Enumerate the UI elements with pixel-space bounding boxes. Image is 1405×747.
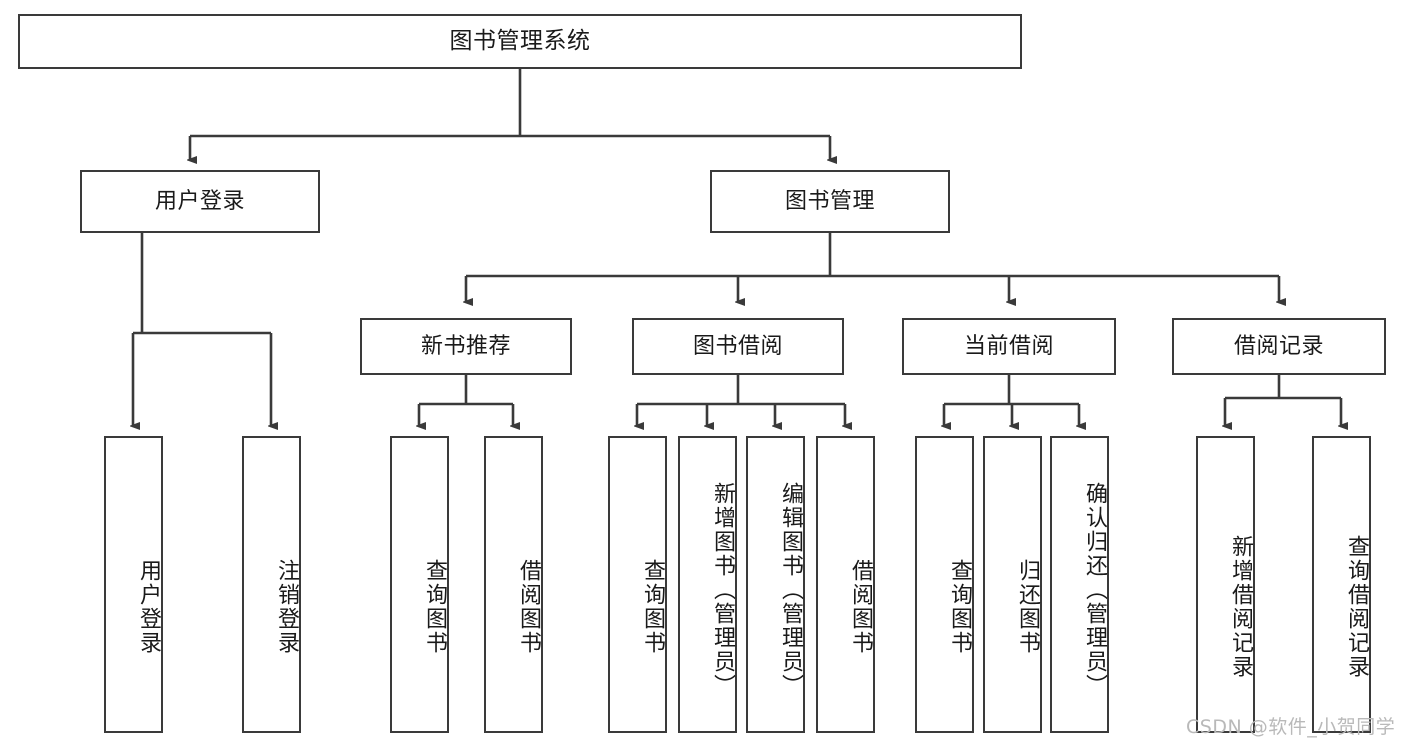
- node-borrow-record[interactable]: 借阅记录: [1172, 318, 1386, 375]
- leaf-current-borrow-return[interactable]: 归还图书: [983, 436, 1042, 733]
- node-current-borrow[interactable]: 当前借阅: [902, 318, 1116, 375]
- leaf-book-borrow-add[interactable]: 新增图书（管理员）: [678, 436, 737, 733]
- leaf-new-book-query[interactable]: 查询图书: [390, 436, 449, 733]
- node-book-borrow[interactable]: 图书借阅: [632, 318, 844, 375]
- node-root-system[interactable]: 图书管理系统: [18, 14, 1022, 69]
- leaf-borrow-record-query[interactable]: 查询借阅记录: [1312, 436, 1371, 733]
- leaf-current-borrow-confirm-return[interactable]: 确认归还（管理员）: [1050, 436, 1109, 733]
- leaf-user-login-signin[interactable]: 用户登录: [104, 436, 163, 733]
- leaf-book-borrow-edit[interactable]: 编辑图书（管理员）: [746, 436, 805, 733]
- csdn-watermark: CSDN @软件_小贺同学: [1186, 716, 1396, 738]
- leaf-borrow-record-add[interactable]: 新增借阅记录: [1196, 436, 1255, 733]
- leaf-user-login-signout[interactable]: 注销登录: [242, 436, 301, 733]
- node-book-management[interactable]: 图书管理: [710, 170, 950, 233]
- leaf-current-borrow-query[interactable]: 查询图书: [915, 436, 974, 733]
- node-user-login[interactable]: 用户登录: [80, 170, 320, 233]
- node-new-book-recommend[interactable]: 新书推荐: [360, 318, 572, 375]
- leaf-new-book-borrow[interactable]: 借阅图书: [484, 436, 543, 733]
- leaf-book-borrow-lend[interactable]: 借阅图书: [816, 436, 875, 733]
- leaf-book-borrow-query[interactable]: 查询图书: [608, 436, 667, 733]
